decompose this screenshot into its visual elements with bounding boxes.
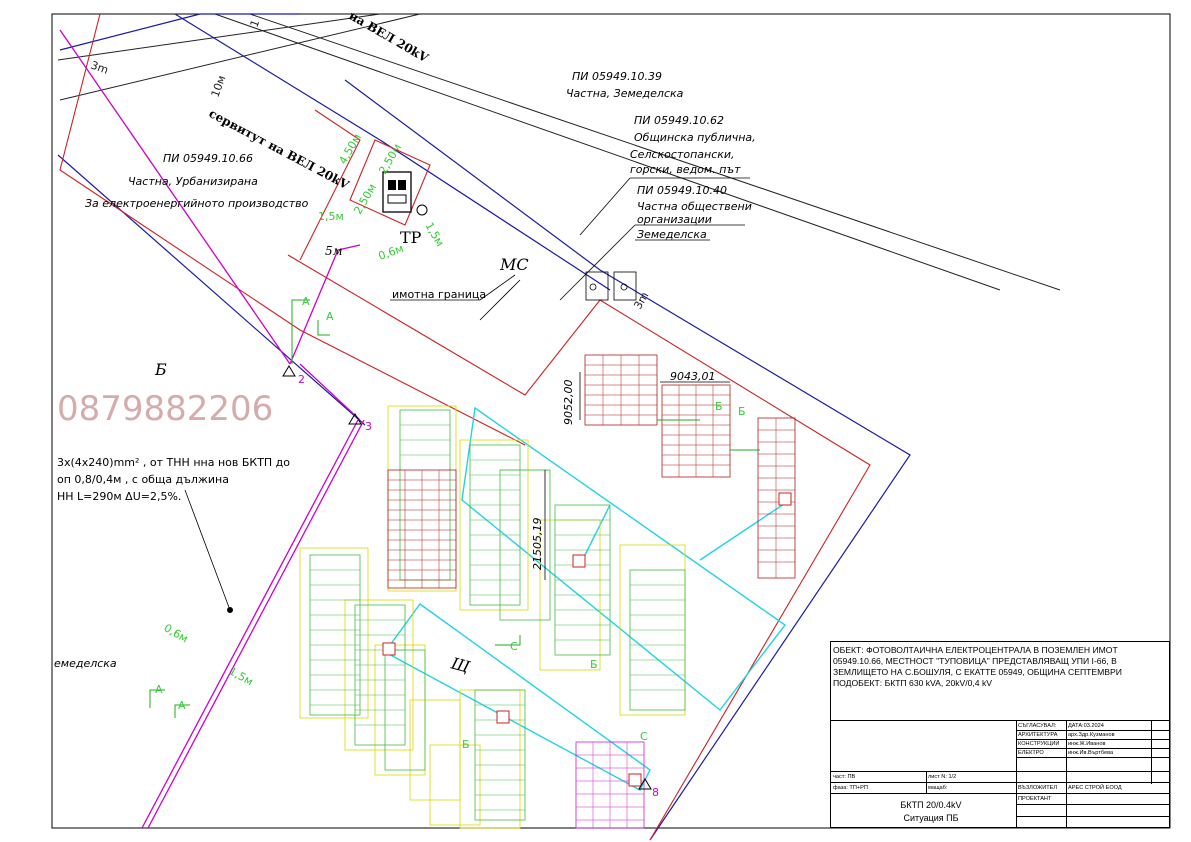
tp-dim-d: 1,5м [318, 210, 344, 223]
section-mark-b3: Б [590, 658, 598, 671]
road-lines [57, 13, 1061, 291]
tp-substation [382, 171, 428, 216]
easement-top-label: на ВЕЛ 20kV [347, 8, 432, 65]
plot-40-line2: Частна обществени [637, 200, 752, 213]
plot-40-id: ПИ 05949.10.40 [637, 184, 727, 197]
tb-designer-label: ПРОЕКТАНТ [1018, 796, 1052, 802]
section-mark-c1: С [510, 640, 518, 653]
boundary-label: имотна граница [392, 288, 486, 301]
zone-b-label: Б [154, 360, 167, 379]
tb-row-constructions-value: инж.Ж.Иванов [1068, 741, 1106, 747]
plot-62-line3: Селскостопански, [630, 148, 735, 161]
tb-row-agreed-label: СЪГЛАСУВАЛ: [1018, 723, 1057, 729]
plot-40-line4: Земеделска [637, 228, 707, 241]
zone-shch-label: Щ [448, 653, 472, 677]
green-cable-traces [149, 299, 760, 718]
tb-phase: фаза: ТП+РП [833, 785, 868, 791]
zone-tp-label: ТР [400, 228, 422, 247]
tb-contractor-label: ВЪЗЛОЖИТЕЛ [1018, 785, 1058, 791]
section-mark-a4: A [178, 699, 186, 712]
cable-dim-b: 1,5м [227, 664, 256, 688]
road-dim-a: 10м [209, 74, 229, 99]
inverter-markers [382, 492, 792, 787]
mc-switchgear [585, 271, 637, 301]
watermark-phone: 0879882206 [57, 389, 273, 429]
tp-dim-e: 0,6м [377, 242, 406, 263]
tp-dim-f: 1,5м [422, 220, 446, 249]
node-label-2: 2 [298, 373, 305, 386]
plot-62-line4: горски, ведом. път [630, 163, 741, 176]
cyan-string-outlines [383, 406, 791, 791]
section-mark-b2: Б [715, 400, 723, 413]
section-mark-a2: A [326, 310, 334, 323]
tp-dim-b: 2,50м [376, 142, 404, 177]
plot-62-id: ПИ 05949.10.62 [634, 114, 724, 127]
cable-note-line2: оп 0,8/0,4м , с обща дължина [57, 473, 229, 486]
dimension-9043: 9043,01 [670, 370, 716, 383]
title-block-description: ОБЕКТ: ФОТОВОЛТАИЧНА ЕЛЕКТРОЦЕНТРАЛА В П… [831, 642, 1169, 721]
plot-39-owner: Частна, Земеделска [566, 87, 684, 100]
tb-row-electro-label: ЕЛЕКТРО [1018, 750, 1044, 756]
tb-row-constructions-label: КОНСТРУКЦИИ [1018, 741, 1060, 747]
section-mark-b4: Б [462, 738, 470, 751]
node-markers [227, 365, 652, 790]
blue-boundary [57, 13, 911, 841]
dimension-21505: 21505,19 [531, 518, 544, 571]
tb-scale: мащаб: [928, 785, 948, 791]
tb-row-agreed-value: ДАТА:03.2024 [1068, 723, 1104, 729]
tb-row-architecture-label: АРХИТЕКТУРА [1018, 732, 1058, 738]
section-mark-a1: A [302, 295, 310, 308]
pv-panel-blocks [299, 354, 796, 829]
tb-drawing-title: БКТП 20/0.4kV [900, 800, 962, 810]
section-mark-b1: Б [738, 405, 746, 418]
pv-panel-grid [310, 355, 795, 828]
plot-66-line2: Частна, Урбанизирана [128, 175, 258, 188]
dimension-9052: 9052,00 [562, 380, 575, 426]
tb-contractor: АРЕС СТРОЙ ЕООД [1068, 785, 1122, 791]
road-dim-c: 3m [631, 290, 651, 312]
plot-66-line3: За електроенергийното производство [85, 197, 309, 210]
leader-lines [184, 177, 750, 611]
road-dim-b: 3m [89, 59, 110, 77]
section-marks: A A A A Б Б Б Б С С [155, 295, 746, 751]
tp-dim-a: 4,50м [336, 132, 364, 167]
magenta-cable-route [59, 29, 365, 829]
plot-66-id: ПИ 05949.10.66 [163, 152, 253, 165]
plot-62-line2: Общинска публична, [634, 131, 756, 144]
left-bottom-plot-label: емеделска [54, 657, 117, 670]
node-label-3: 3 [365, 420, 372, 433]
cable-note-line1: 3х(4х240)mm² , от ТНН нна нов БКТП до [57, 456, 290, 469]
node-label-8: 8 [652, 786, 659, 799]
title-block: ОБЕКТ: ФОТОВОЛТАИЧНА ЕЛЕКТРОЦЕНТРАЛА В П… [830, 641, 1170, 828]
tp-dim-g: 5м [325, 244, 343, 258]
section-mark-a3: A [155, 683, 163, 696]
tb-drawing-subtitle: Ситуация ПБ [903, 813, 959, 823]
cable-dim-a: 0,6м [162, 621, 191, 645]
plot-39-id: ПИ 05949.10.39 [572, 70, 662, 83]
tb-part: част: ПВ [833, 774, 856, 780]
tb-row-electro-value: инж.Ив.Въртбева [1068, 750, 1114, 756]
zone-mc-label: МС [499, 255, 529, 274]
section-mark-c2: С [640, 730, 648, 743]
plot-40-line3: организации [637, 213, 712, 226]
tb-sheet: лист N: 1/2 [928, 774, 957, 780]
road-dim-d: 1 [248, 18, 263, 29]
cable-note-line3: НН L=290м ΔU=2,5%. [57, 490, 181, 503]
tb-row-architecture-value: арх.Здр.Кузманов [1068, 732, 1115, 738]
